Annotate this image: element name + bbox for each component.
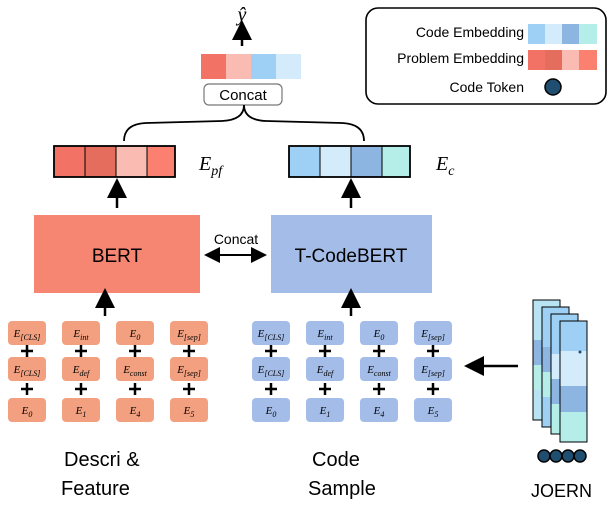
legend-code-embedding-label: Code Embedding (416, 24, 524, 40)
plus-sign (373, 345, 385, 357)
token-label: E1 (75, 405, 87, 419)
token-label: E4 (373, 405, 385, 419)
plus-sign (129, 383, 141, 395)
token-label: E[CLS] (257, 364, 285, 378)
token-cell (170, 321, 208, 345)
token-cell (116, 398, 154, 422)
token-cell (414, 398, 452, 422)
joern-code-tokens (537, 449, 587, 463)
plus-sign (21, 345, 33, 357)
plus-sign (21, 383, 33, 395)
plus-sign (427, 345, 439, 357)
caption-middle-line1: Code (312, 449, 360, 471)
concat-top-label: Concat (219, 87, 267, 104)
plus-sign (319, 383, 331, 395)
plus-sign (265, 383, 277, 395)
bert-box (34, 215, 200, 293)
plus-sign (265, 345, 277, 357)
token-label: Eint (316, 328, 333, 342)
token-cell (8, 321, 46, 345)
token-label: E1 (319, 405, 331, 419)
plus-sign (75, 383, 87, 395)
caption-left-line1: Descri & (64, 449, 140, 471)
token-label: E[sep] (420, 364, 445, 378)
token-cell (306, 398, 344, 422)
token-cell (170, 398, 208, 422)
token-label: E4 (129, 405, 141, 419)
token-label: Eint (72, 328, 89, 342)
token-cell (360, 321, 398, 345)
caption-left-line2: Feature (61, 478, 130, 500)
token-cell (252, 357, 290, 381)
token-cell (62, 398, 100, 422)
token-cell (360, 398, 398, 422)
tcodebert-label: T-CodeBERT (295, 246, 408, 267)
plus-sign (427, 383, 439, 395)
legend-code-token-icon (544, 78, 562, 96)
code-embedding-vector (288, 145, 411, 178)
legend-code-token-label: Code Token (450, 79, 524, 95)
e-c-label: Ec (435, 153, 455, 179)
legend-code-embedding-swatch (528, 24, 597, 44)
token-cell (414, 357, 452, 381)
token-cell (8, 357, 46, 381)
plus-sign (75, 345, 87, 357)
concat-mid-label: Concat (214, 231, 258, 247)
token-cell (8, 398, 46, 422)
token-label: E[sep] (420, 328, 445, 342)
token-label: E[sep] (176, 328, 201, 342)
legend-problem-embedding-label: Problem Embedding (397, 50, 524, 66)
bert-label: BERT (92, 246, 143, 267)
token-cell (62, 321, 100, 345)
concat-embedding (201, 54, 301, 79)
concat-top-box (203, 83, 283, 106)
token-label: Edef (316, 364, 335, 378)
token-label: E[CLS] (257, 328, 285, 342)
token-label: E5 (427, 405, 439, 419)
token-cell (170, 357, 208, 381)
token-cell (116, 357, 154, 381)
legend-problem-embedding-swatch (528, 50, 597, 70)
token-cell (252, 321, 290, 345)
joern-stack (532, 299, 588, 443)
plus-sign (373, 383, 385, 395)
token-cell (116, 321, 154, 345)
caption-right: JOERN (531, 481, 592, 501)
token-cell (252, 398, 290, 422)
output-label: ŷ (236, 4, 247, 26)
token-cell (306, 321, 344, 345)
token-label: Edef (72, 364, 91, 378)
token-cell (360, 357, 398, 381)
token-label: Econst (366, 364, 391, 378)
plus-sign (129, 345, 141, 357)
token-label: E5 (183, 405, 195, 419)
curly-brace (123, 104, 365, 142)
token-label: Econst (122, 364, 147, 378)
token-label: E0 (21, 405, 33, 419)
token-cell (414, 321, 452, 345)
token-label: E[CLS] (13, 364, 41, 378)
plus-sign (319, 345, 331, 357)
token-label: E[sep] (176, 364, 201, 378)
problem-embedding-vector (53, 145, 176, 178)
token-label: E0 (265, 405, 277, 419)
tcodebert-box (271, 215, 432, 293)
token-label: E0 (373, 328, 385, 342)
plus-sign (183, 345, 195, 357)
token-cell (306, 357, 344, 381)
token-cell (62, 357, 100, 381)
token-label: E[CLS] (13, 328, 41, 342)
token-label: E0 (129, 328, 141, 342)
caption-middle-line2: Sample (308, 478, 376, 500)
e-pf-label: Epf (198, 153, 224, 179)
plus-sign (183, 383, 195, 395)
